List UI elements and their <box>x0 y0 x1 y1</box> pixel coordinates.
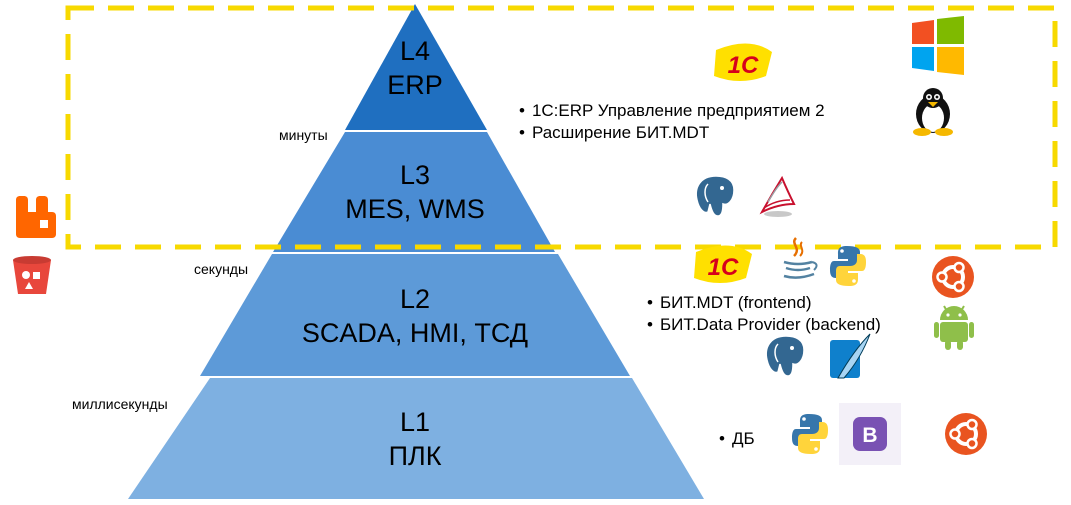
level-l2-code: L2 <box>400 284 430 314</box>
time-label-milliseconds: миллисекунды <box>72 396 168 412</box>
bucket-icon <box>13 256 51 294</box>
postgresql-icon <box>765 335 805 377</box>
1c-logo: 1С <box>714 43 772 81</box>
time-label-minutes: минуты <box>279 127 328 143</box>
bootstrap-icon: B <box>839 403 901 465</box>
windows-icon <box>912 16 964 75</box>
scada-components-list: БИТ.MDT (frontend) БИТ.Data Provider (ba… <box>647 292 881 336</box>
list-item: 1С:ERP Управление предприятием 2 <box>519 100 825 122</box>
1c-logo: 1С <box>694 245 752 283</box>
level-l3-name: MES, WMS <box>345 194 485 224</box>
1c-logo-text: 1С <box>708 254 739 281</box>
list-item: БИТ.MDT (frontend) <box>647 292 881 314</box>
1c-logo-text: 1С <box>728 52 759 79</box>
erp-components-list: 1С:ERP Управление предприятием 2 Расшире… <box>519 100 825 144</box>
sqlite-icon <box>830 333 871 379</box>
python-icon <box>792 414 828 454</box>
tier-l2-shape <box>200 254 630 376</box>
python-icon <box>830 246 866 286</box>
postgresql-icon <box>695 175 735 217</box>
android-icon <box>934 305 974 350</box>
level-l3-code: L3 <box>400 160 430 190</box>
mssql-icon <box>759 175 796 217</box>
level-l4-code: L4 <box>400 36 430 66</box>
list-item: Расширение БИТ.MDT <box>519 122 825 144</box>
level-l1-name: ПЛК <box>389 441 442 471</box>
java-icon <box>783 237 818 279</box>
list-item: ДБ <box>719 428 755 450</box>
level-l4-name: ERP <box>387 70 443 100</box>
plc-components-list: ДБ <box>719 428 755 450</box>
tier-l1-shape <box>128 378 704 499</box>
bootstrap-letter: B <box>862 424 877 447</box>
tier-l4-shape <box>345 4 487 130</box>
rabbitmq-icon <box>16 196 56 238</box>
ubuntu-icon <box>945 413 987 455</box>
level-l2-name: SCADA, HMI, ТСД <box>302 318 528 348</box>
tier-l3-shape <box>273 132 555 252</box>
level-l1-code: L1 <box>400 407 430 437</box>
dashed-frame <box>65 5 1058 250</box>
linux-tux-icon <box>913 88 953 136</box>
list-item: БИТ.Data Provider (backend) <box>647 314 881 336</box>
ubuntu-icon <box>932 256 974 298</box>
time-label-seconds: секунды <box>194 261 249 277</box>
